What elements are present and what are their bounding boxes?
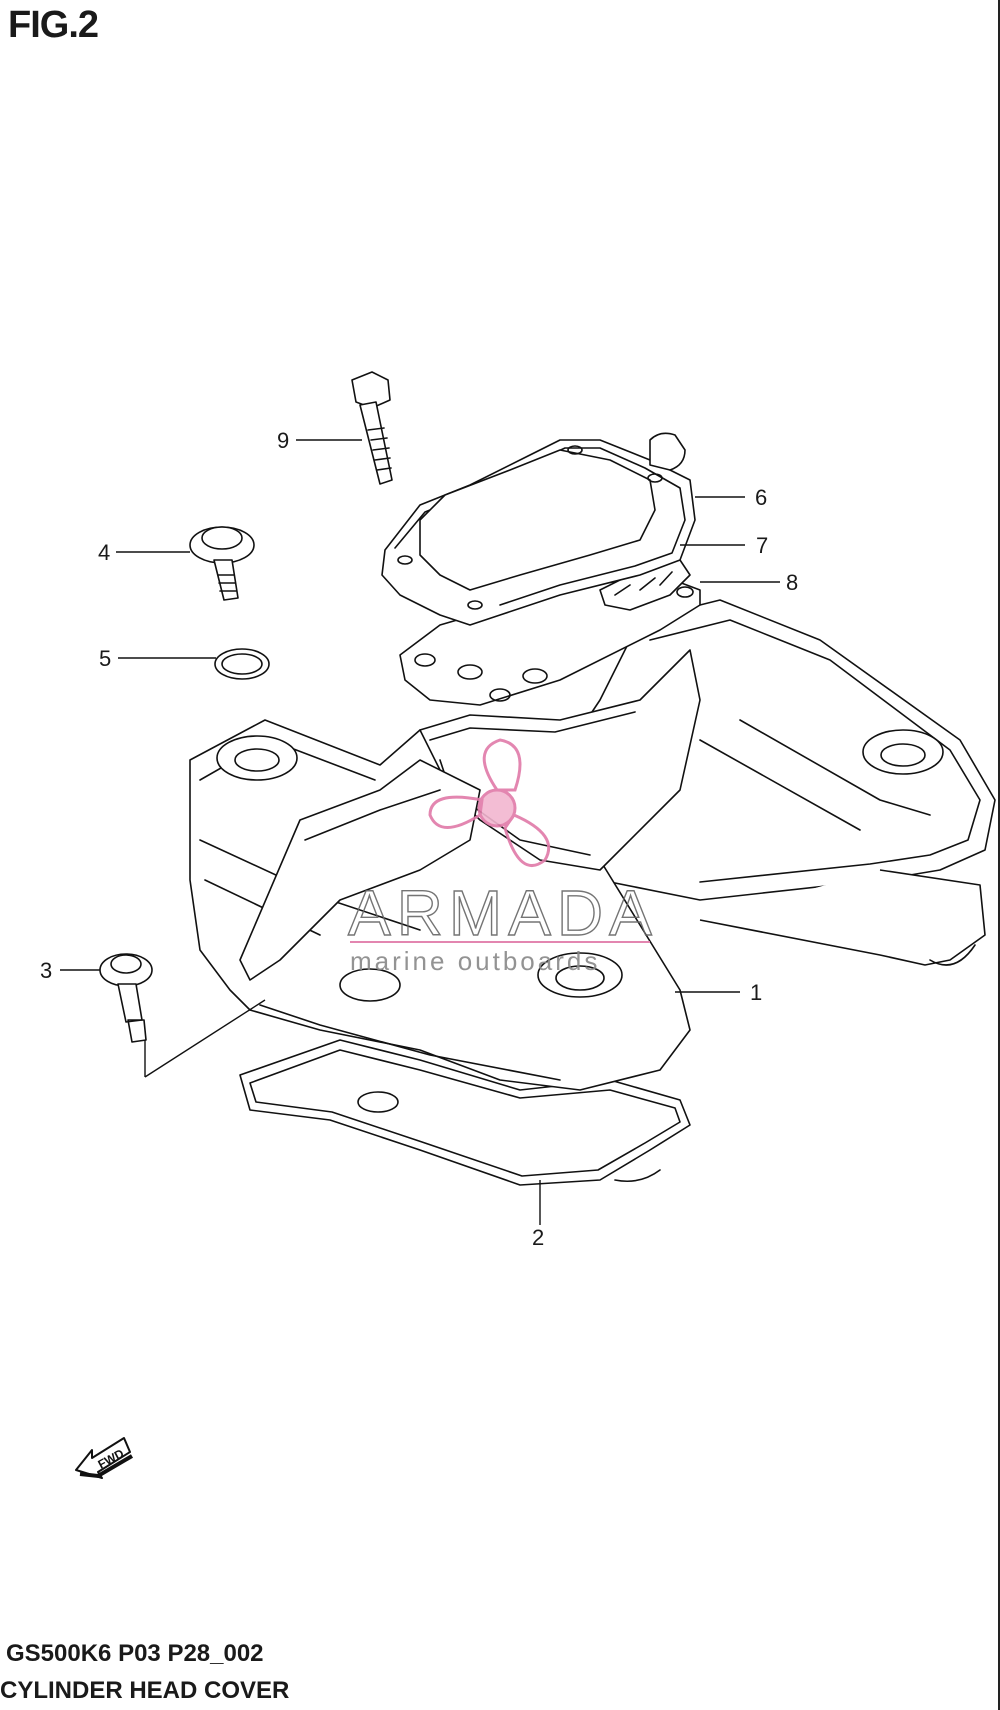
callout-2: 2 [532, 1225, 544, 1250]
part-6-cover[interactable] [381, 432, 696, 626]
model-code: GS500K6 P03 P28_002 [6, 1640, 264, 1667]
callout-1: 1 [750, 980, 762, 1005]
watermark: ARMADA marine outboards [347, 738, 658, 976]
fwd-arrow-icon: FWD [75, 1437, 134, 1479]
part-9-bolt[interactable] [351, 371, 393, 485]
figure-name: CYLINDER HEAD COVER [0, 1677, 290, 1704]
callout-7: 7 [756, 533, 768, 558]
callout-6: 6 [755, 485, 767, 510]
part-4-bolt[interactable] [189, 526, 255, 601]
callout-5: 5 [99, 646, 111, 671]
watermark-brand: ARMADA [348, 877, 658, 949]
leader-lines [60, 439, 780, 1225]
figure-title: FIG.2 [8, 4, 99, 46]
part-5-o-ring[interactable] [214, 648, 270, 680]
callout-8: 8 [786, 570, 798, 595]
callout-3: 3 [40, 958, 52, 983]
part-3-bolt[interactable] [99, 953, 153, 1043]
callout-4: 4 [98, 540, 110, 565]
part-2-gasket[interactable] [239, 1039, 691, 1186]
propeller-logo-icon [428, 738, 551, 867]
watermark-tagline: marine outboards [350, 946, 600, 976]
part-1-cylinder-head-cover[interactable] [189, 599, 996, 1091]
right-border [998, 0, 1000, 1710]
callout-9: 9 [277, 428, 289, 453]
